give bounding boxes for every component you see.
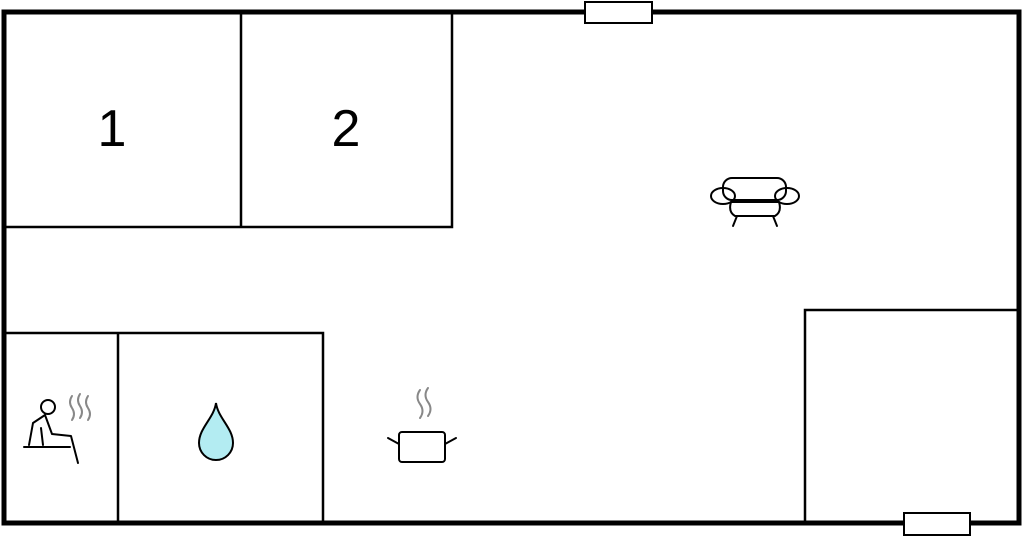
interior-walls	[4, 12, 1019, 523]
cooking-pot-icon	[387, 387, 457, 463]
room-1-label: 1	[98, 100, 127, 158]
window-bottom	[903, 512, 971, 536]
water-drop-icon	[197, 402, 235, 461]
bathroom-wall	[4, 331, 325, 523]
room-2-label: 2	[332, 100, 361, 158]
sofa-icon	[710, 177, 800, 227]
outer-wall	[1, 9, 1022, 526]
bedrooms-wall	[4, 12, 454, 229]
sauna-icon	[23, 393, 91, 464]
storage-room-wall	[803, 308, 1019, 523]
window-top	[584, 1, 653, 24]
